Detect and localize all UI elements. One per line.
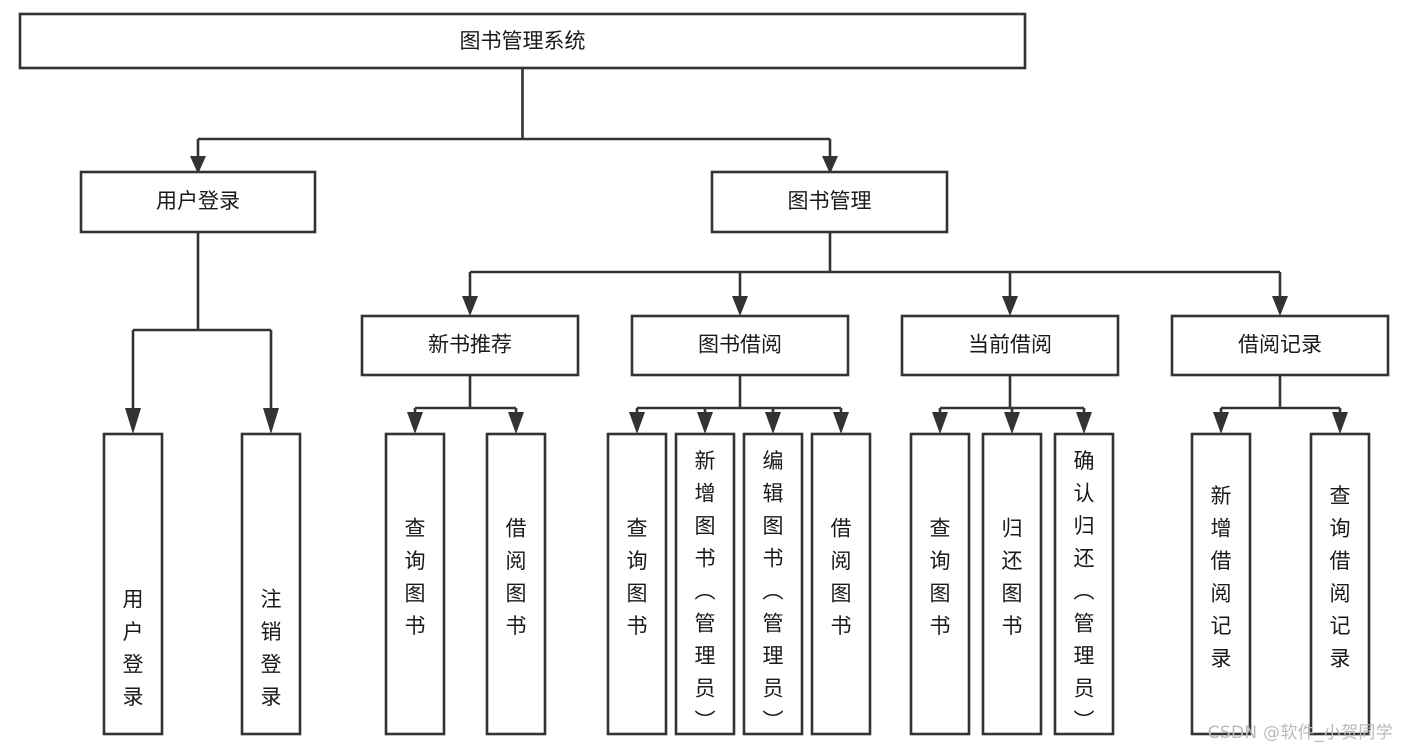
node-leaf-add-record[interactable]: 新增借阅记录 — [1190, 432, 1252, 736]
node-current-borrow-label: 当前借阅 — [968, 333, 1052, 357]
node-leaf-query-book-1[interactable]: 查询图书 — [384, 432, 446, 736]
nodes-layer: 图书管理系统 用户登录 图书管理 新书推荐 图书借阅 — [18, 12, 1390, 736]
connector-borrowrecord-to-leaves — [1213, 375, 1348, 434]
arrow-head-icon — [1002, 296, 1018, 316]
arrow-head-icon — [1076, 412, 1092, 434]
node-leaf-confirm-return[interactable]: 确认归还︵管理员︶ — [1053, 432, 1115, 736]
arrow-head-icon — [932, 412, 948, 434]
arrow-head-icon — [508, 412, 524, 434]
node-leaf-query-record-label: 查询借阅记录 — [1330, 484, 1351, 671]
node-leaf-borrow-book-2-label: 借阅图书 — [831, 516, 852, 638]
node-root-box[interactable] — [18, 12, 1027, 70]
node-leaf-logout[interactable]: 注销登录 — [240, 432, 302, 736]
node-leaf-logout-label: 注销登录 — [261, 588, 282, 710]
node-root-label: 图书管理系统 — [460, 29, 586, 53]
arrow-head-icon — [732, 296, 748, 316]
arrow-head-icon — [1004, 412, 1020, 434]
node-user-login-label: 用户登录 — [156, 189, 240, 213]
node-current-borrow-box[interactable] — [900, 314, 1120, 377]
node-book-borrow-box[interactable] — [630, 314, 850, 377]
node-new-book-recommend-box[interactable] — [360, 314, 580, 377]
arrow-head-icon — [407, 412, 423, 434]
node-new-book-recommend[interactable]: 新书推荐 — [360, 314, 580, 377]
node-leaf-borrow-book-1[interactable]: 借阅图书 — [485, 432, 547, 736]
arrow-head-icon — [190, 156, 206, 174]
node-leaf-query-book-3[interactable]: 查询图书 — [909, 432, 971, 736]
node-current-borrow[interactable]: 当前借阅 — [900, 314, 1120, 377]
node-leaf-edit-book-label: 编辑图书︵管理员︶ — [763, 449, 784, 733]
node-leaf-query-record-box[interactable] — [1309, 432, 1371, 736]
node-leaf-user-login-box[interactable] — [102, 432, 164, 736]
arrow-head-icon — [833, 412, 849, 434]
arrow-head-icon — [1332, 412, 1348, 434]
node-leaf-confirm-return-box[interactable] — [1053, 432, 1115, 736]
node-leaf-query-book-3-label: 查询图书 — [930, 516, 951, 638]
node-leaf-return-book-label: 归还图书 — [1002, 516, 1023, 638]
node-leaf-add-book-box[interactable] — [674, 432, 736, 736]
connector-bookborrow-to-leaves — [629, 375, 849, 434]
node-leaf-confirm-return-label: 确认归还︵管理员︶ — [1074, 449, 1095, 733]
watermark-text: CSDN @软件_小贺同学 — [1207, 723, 1393, 743]
arrow-head-icon — [629, 412, 645, 434]
node-leaf-add-book[interactable]: 新增图书︵管理员︶ — [674, 432, 736, 736]
node-leaf-query-book-2[interactable]: 查询图书 — [606, 432, 668, 736]
node-leaf-user-login-label: 用户登录 — [123, 588, 144, 710]
node-leaf-edit-book-box[interactable] — [742, 432, 804, 736]
node-leaf-borrow-book-1-label: 借阅图书 — [506, 516, 527, 638]
node-book-borrow-label: 图书借阅 — [698, 333, 782, 357]
node-borrow-record[interactable]: 借阅记录 — [1170, 314, 1390, 377]
node-book-borrow[interactable]: 图书借阅 — [630, 314, 850, 377]
node-leaf-return-book-box[interactable] — [981, 432, 1043, 736]
node-book-manage-box[interactable] — [710, 170, 949, 234]
arrow-head-icon — [263, 408, 279, 434]
node-borrow-record-box[interactable] — [1170, 314, 1390, 377]
node-leaf-add-record-box[interactable] — [1190, 432, 1252, 736]
connector-root-to-modules — [190, 68, 838, 174]
node-leaf-add-book-label: 新增图书︵管理员︶ — [695, 449, 716, 733]
arrow-head-icon — [1213, 412, 1229, 434]
connector-currentborrow-to-leaves — [932, 375, 1092, 434]
node-root[interactable]: 图书管理系统 — [18, 12, 1027, 70]
node-user-login-box[interactable] — [79, 170, 317, 234]
arrow-head-icon — [765, 412, 781, 434]
node-leaf-add-record-label: 新增借阅记录 — [1211, 484, 1232, 671]
node-leaf-borrow-book-1-box[interactable] — [485, 432, 547, 736]
node-book-manage[interactable]: 图书管理 — [710, 170, 949, 234]
arrow-head-icon — [125, 408, 141, 434]
node-leaf-borrow-book-2[interactable]: 借阅图书 — [810, 432, 872, 736]
arrow-head-icon — [1272, 296, 1288, 316]
leaf-nodes-layer: 用户登录 注销登录 查询图书 借阅图书 查询图书 新增图书︵管理员︶ 编辑图书︵管理员︶ 借阅… — [102, 432, 1371, 736]
node-leaf-edit-book[interactable]: 编辑图书︵管理员︶ — [742, 432, 804, 736]
node-leaf-query-book-2-box[interactable] — [606, 432, 668, 736]
node-leaf-query-record[interactable]: 查询借阅记录 — [1309, 432, 1371, 736]
node-new-book-recommend-label: 新书推荐 — [428, 333, 512, 357]
node-borrow-record-label: 借阅记录 — [1238, 333, 1322, 357]
connectors-layer — [125, 68, 1348, 434]
node-leaf-user-login[interactable]: 用户登录 — [102, 432, 164, 736]
node-leaf-query-book-1-box[interactable] — [384, 432, 446, 736]
arrow-head-icon — [697, 412, 713, 434]
node-book-manage-label: 图书管理 — [788, 189, 872, 213]
node-leaf-query-book-2-label: 查询图书 — [627, 516, 648, 638]
node-leaf-borrow-book-2-box[interactable] — [810, 432, 872, 736]
connector-userlogin-to-leaves — [125, 232, 279, 434]
node-leaf-query-book-1-label: 查询图书 — [405, 516, 426, 638]
connector-newbook-to-leaves — [407, 375, 524, 434]
node-leaf-query-book-3-box[interactable] — [909, 432, 971, 736]
arrow-head-icon — [462, 296, 478, 316]
node-leaf-return-book[interactable]: 归还图书 — [981, 432, 1043, 736]
node-leaf-logout-box[interactable] — [240, 432, 302, 736]
node-user-login[interactable]: 用户登录 — [79, 170, 317, 234]
connector-bookmanage-to-submodules — [462, 232, 1288, 316]
arrow-head-icon — [822, 156, 838, 174]
